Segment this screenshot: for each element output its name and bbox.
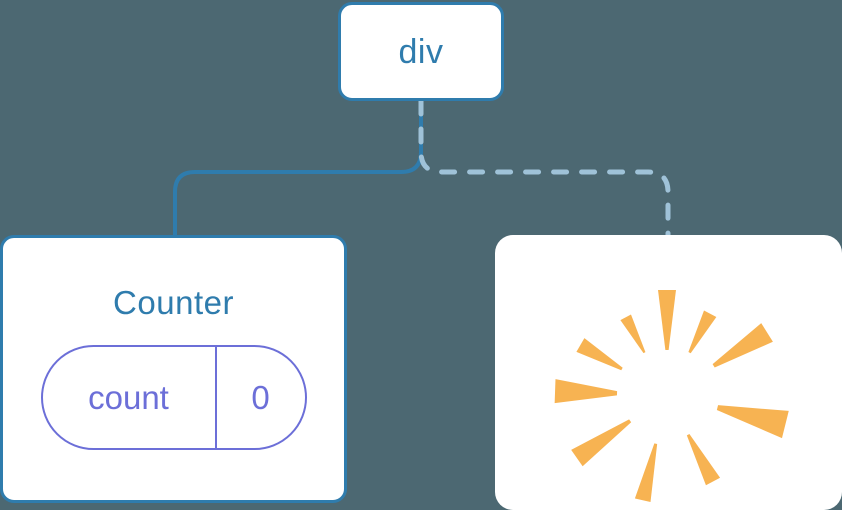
burst-ray-6 (686, 434, 721, 486)
state-pill[interactable]: count 0 (40, 345, 307, 450)
sparkle-burst-icon (554, 290, 789, 503)
edge-div-to-burst (418, 98, 671, 239)
edge-div-to-counter (173, 99, 423, 238)
burst-ray-9 (688, 310, 717, 354)
state-value-cell: 0 (217, 347, 305, 448)
node-burst[interactable] (495, 235, 842, 510)
burst-ray-5 (634, 443, 658, 503)
burst-ray-4 (571, 419, 632, 467)
burst-ray-3 (554, 379, 618, 404)
state-value-label: 0 (251, 379, 270, 416)
node-counter[interactable]: Counter count 0 (0, 235, 347, 503)
node-div[interactable]: div (338, 2, 504, 101)
node-div-label: div (398, 32, 444, 71)
burst-ray-0 (658, 290, 676, 350)
burst-ray-2 (576, 338, 623, 371)
burst-ray-8 (712, 323, 773, 368)
burst-ray-1 (620, 314, 646, 354)
burst-ray-7 (716, 405, 789, 439)
state-key-cell: count (43, 347, 217, 448)
state-key-label: count (88, 379, 169, 416)
node-counter-label: Counter (113, 284, 234, 321)
